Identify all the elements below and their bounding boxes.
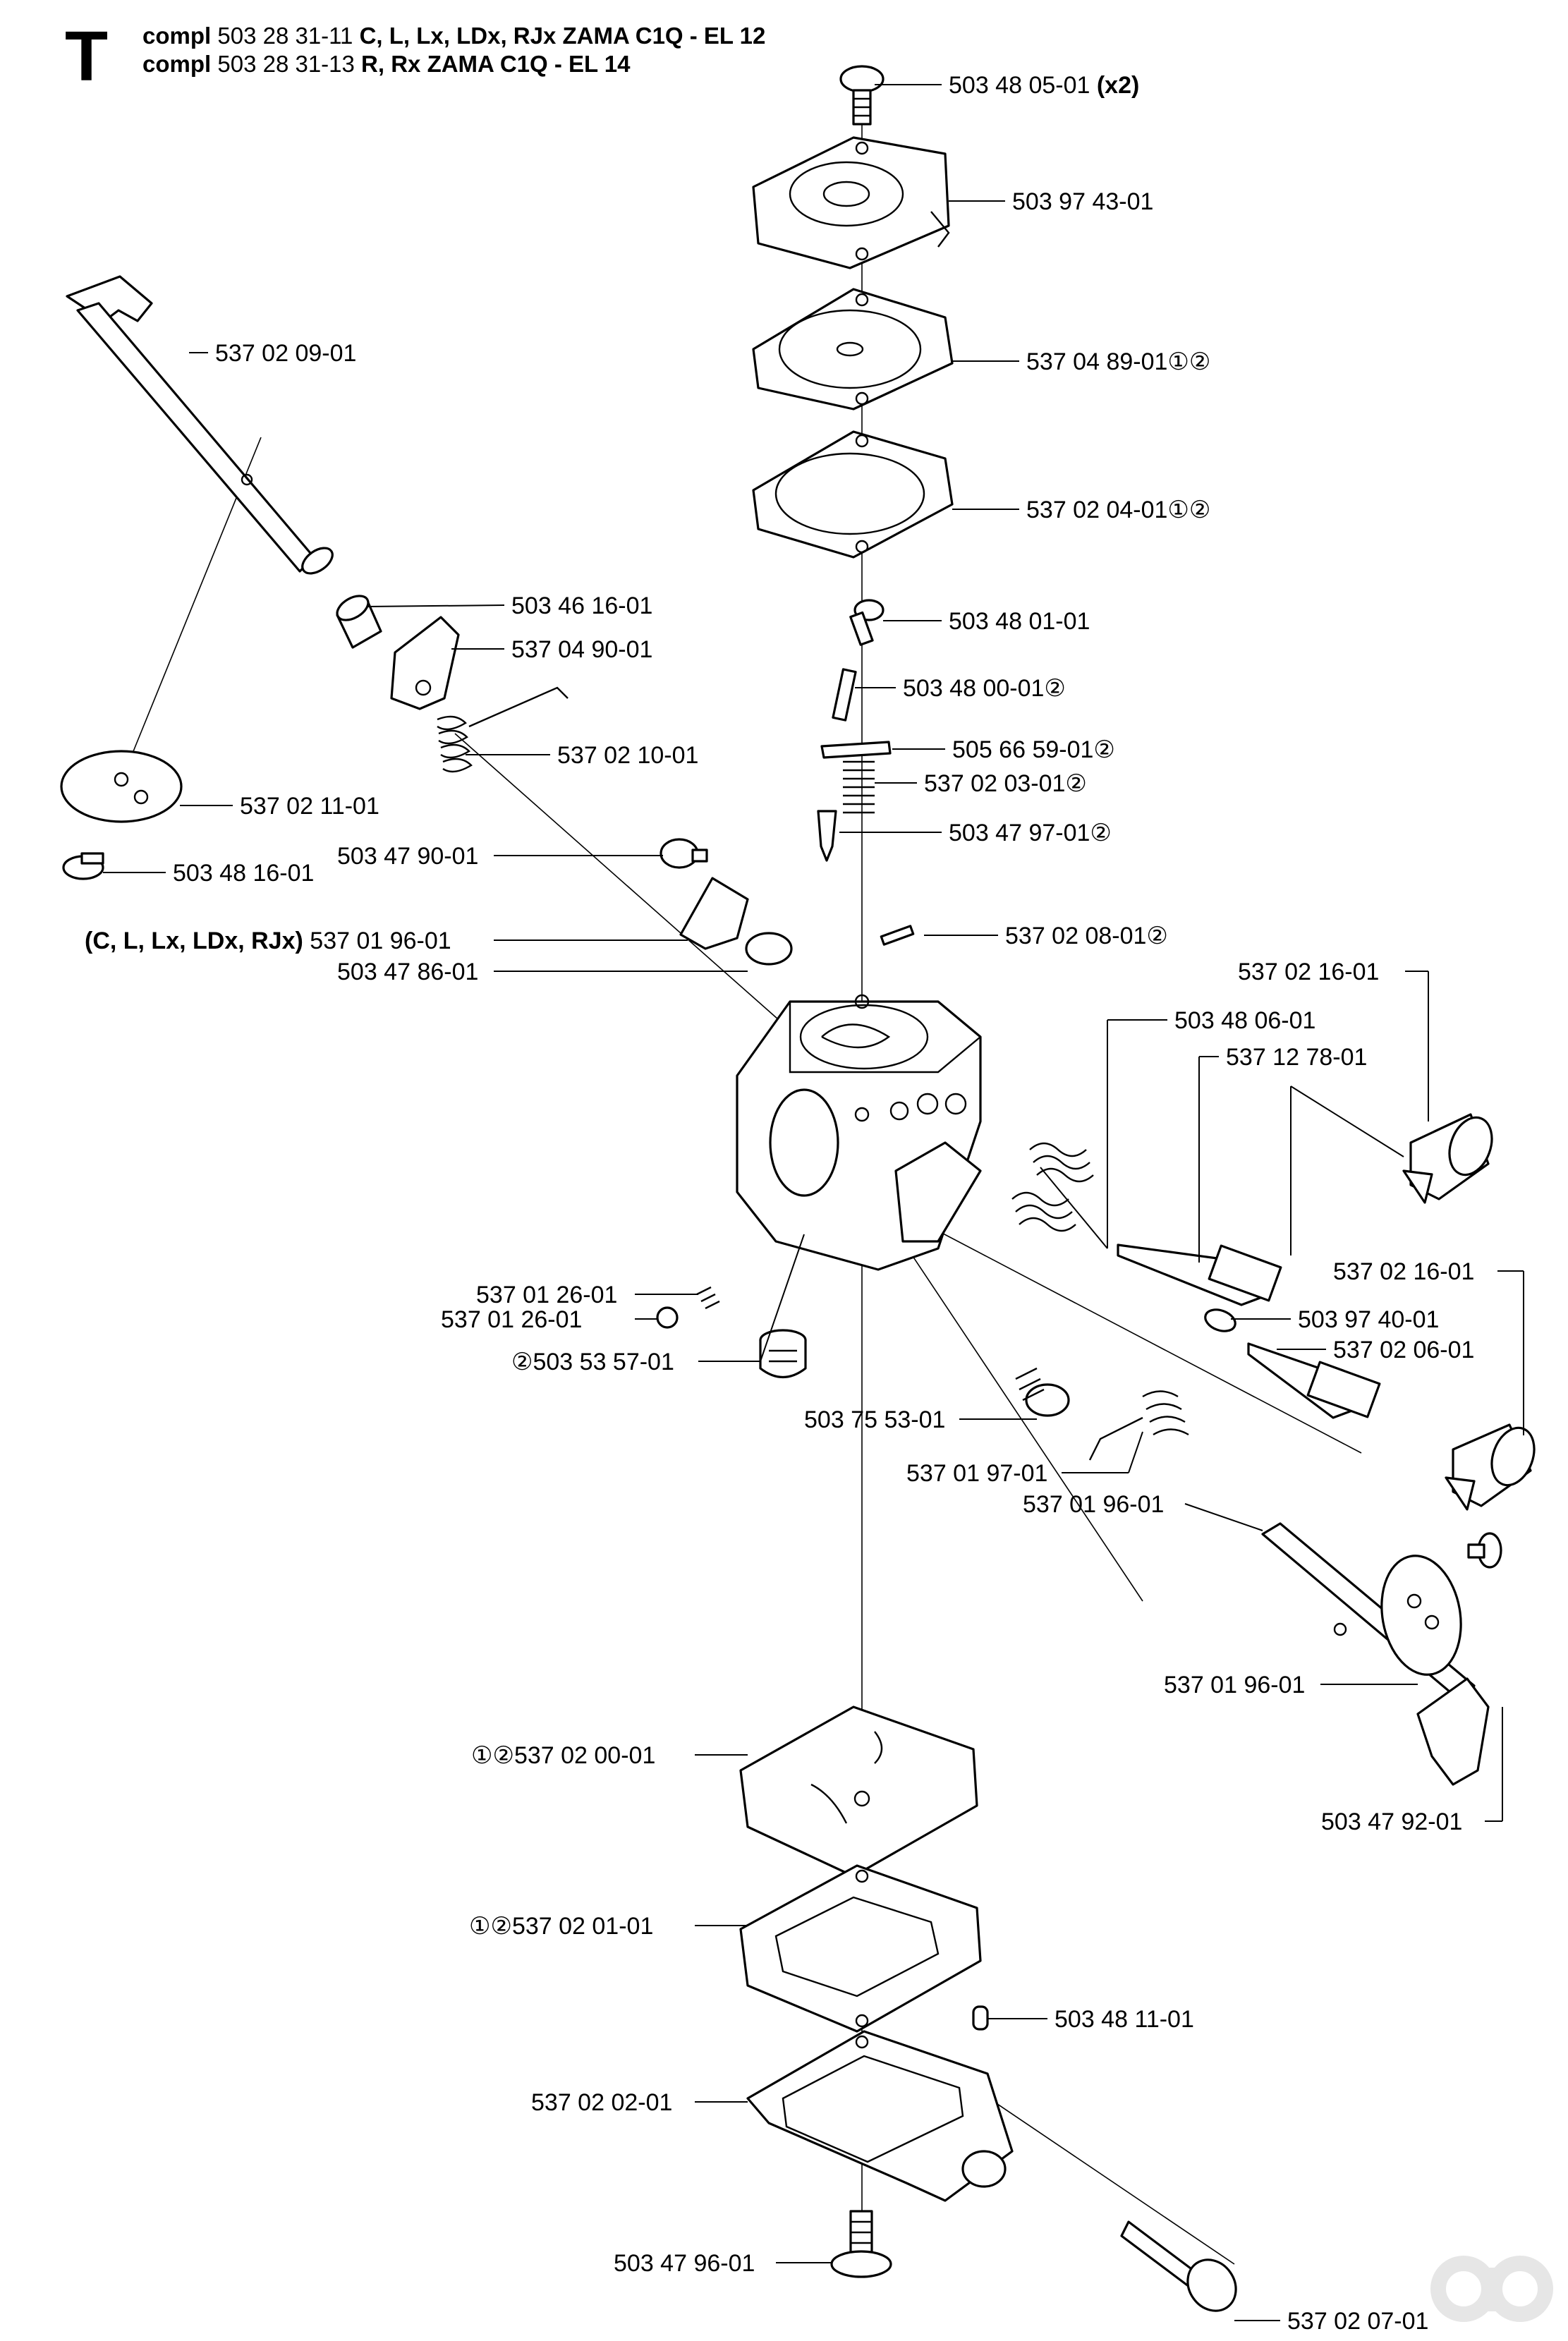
pump-diaphragm <box>752 288 954 411</box>
throttle-lever <box>390 616 460 710</box>
callout-537-02-16-01-upper: 537 02 16-01 <box>1238 959 1379 985</box>
callout-503-48-11-01: 503 48 11-01 <box>1055 2006 1194 2033</box>
choke-detent-parts <box>660 838 793 966</box>
callout-503-48-00-01: 503 48 00-01② <box>903 675 1066 702</box>
mixture-needle-low <box>1204 1308 1381 1419</box>
callout-537-04-89-01: 537 04 89-01①② <box>1026 348 1210 375</box>
screw-bottom-angled <box>1120 2220 1237 2312</box>
throttle-valve-disc <box>60 750 183 823</box>
metering-cover <box>746 2030 1014 2202</box>
carburetor-body <box>736 994 982 1271</box>
callout-503-47-92-01: 503 47 92-01 <box>1321 1808 1462 1835</box>
disc-screw-left <box>62 852 104 880</box>
callout-505-66-59-01: 505 66 59-01② <box>952 736 1115 763</box>
callout-503-47-97-01: 503 47 97-01② <box>949 820 1112 846</box>
screw-bottom-center <box>830 2210 892 2278</box>
detent-spring-ball <box>656 1286 720 1329</box>
callout-variant-models: (C, L, Lx, LDx, RJx) <box>85 928 303 954</box>
callout-537-02-03-01: 537 02 03-01② <box>924 770 1087 797</box>
cover-plug <box>972 2005 989 2031</box>
callout-503-47-90-01: 503 47 90-01 <box>337 843 478 870</box>
callout-537-02-06-01: 537 02 06-01 <box>1333 1337 1474 1363</box>
callout-537-01-96-01-shaft: 537 01 96-01 <box>1164 1672 1305 1698</box>
callout-503-97-43-01: 503 97 43-01 <box>1012 188 1153 215</box>
callout-537-01-96-01-variant: (C, L, Lx, LDx, RJx) 537 01 96-01 <box>85 928 451 954</box>
callout-537-02-04-01: 537 02 04-01①② <box>1026 497 1210 523</box>
mixture-needle-high <box>1117 1244 1282 1306</box>
callout-503-97-40-01: 503 97 40-01 <box>1298 1306 1439 1333</box>
callout-503-47-86-01: 503 47 86-01 <box>337 959 478 985</box>
screw-top <box>839 65 885 126</box>
assembly-title-1-prefix: compl <box>142 23 212 49</box>
callout-537-02-16-01-lower: 537 02 16-01 <box>1333 1258 1474 1285</box>
assembly-title-2-models: R, Rx ZAMA C1Q - EL 14 <box>361 51 631 77</box>
filter-screen <box>759 1329 807 1378</box>
callout-537-01-26-01-ball: 537 01 26-01 <box>441 1306 582 1333</box>
throttle-return-spring <box>437 686 569 773</box>
callout-537-02-08-01: 537 02 08-01② <box>1005 923 1168 949</box>
limiter-cap-upper <box>1402 1113 1493 1204</box>
ao-logo <box>1430 2256 1553 2322</box>
callout-503-53-57-01: ②503 53 57-01 <box>511 1349 674 1375</box>
callout-537-12-78-01: 537 12 78-01 <box>1226 1044 1367 1071</box>
sheet-letter: T <box>65 17 109 96</box>
callout-503-75-53-01: 503 75 53-01 <box>804 1406 945 1433</box>
callout-quantity: (x2) <box>1097 72 1139 99</box>
mixture-springs <box>1011 1142 1094 1232</box>
callout-537-02-11-01: 537 02 11-01 <box>240 793 379 820</box>
choke-valve-disc <box>1380 1555 1462 1676</box>
choke-spring <box>1088 1390 1189 1461</box>
pump-cover <box>752 136 950 269</box>
throttle-shaft <box>66 275 334 575</box>
callout-labels: 503 48 05-01 (x2) 503 97 43-01 537 04 89… <box>85 72 1474 2335</box>
callout-537-02-09-01: 537 02 09-01 <box>215 340 356 367</box>
limiter-cap-lower <box>1445 1423 1536 1511</box>
callout-537-04-90-01: 537 04 90-01 <box>511 636 652 663</box>
callout-537-02-01-01: ①②537 02 01-01 <box>469 1913 653 1940</box>
shaft-bushing <box>336 595 382 649</box>
callout-537-01-26-01-spring: 537 01 26-01 <box>476 1282 617 1308</box>
assembly-title-1-number: 503 28 31-11 <box>217 23 353 49</box>
assembly-title-line-1: compl 503 28 31-11 C, L, Lx, LDx, RJx ZA… <box>142 23 765 49</box>
assembly-title-1-models: C, L, Lx, LDx, RJx ZAMA C1Q - EL 12 <box>359 23 766 49</box>
choke-disc-screw <box>1467 1532 1502 1569</box>
needle-valve-parts <box>817 599 915 946</box>
pump-gasket <box>752 430 954 559</box>
callout-537-02-02-01: 537 02 02-01 <box>531 2089 672 2116</box>
callout-503-48-06-01: 503 48 06-01 <box>1174 1007 1315 1034</box>
callout-leader-lines <box>103 84 1524 2321</box>
assembly-title-line-2: compl 503 28 31-13 R, Rx ZAMA C1Q - EL 1… <box>142 51 630 78</box>
assembly-title-2-number: 503 28 31-13 <box>217 51 355 77</box>
callout-537-01-97-01: 537 01 97-01 <box>906 1460 1047 1487</box>
callout-537-02-00-01: ①②537 02 00-01 <box>471 1742 655 1769</box>
callout-503-48-16-01: 503 48 16-01 <box>173 860 314 887</box>
callout-537-02-10-01: 537 02 10-01 <box>557 742 698 769</box>
callout-537-01-96-01-lever: 537 01 96-01 <box>1023 1491 1164 1518</box>
metering-gasket <box>739 1864 982 2033</box>
callout-503-46-16-01: 503 46 16-01 <box>511 592 652 619</box>
assembly-title-2-prefix: compl <box>142 51 212 77</box>
callout-503-48-01-01: 503 48 01-01 <box>949 608 1090 635</box>
callout-503-48-05-01: 503 48 05-01 (x2) <box>949 72 1139 99</box>
callout-503-47-96-01: 503 47 96-01 <box>614 2250 755 2277</box>
metering-diaphragm <box>739 1705 978 1878</box>
idle-speed-screw <box>1015 1367 1070 1417</box>
callout-537-02-07-01: 537 02 07-01 <box>1287 2308 1428 2335</box>
